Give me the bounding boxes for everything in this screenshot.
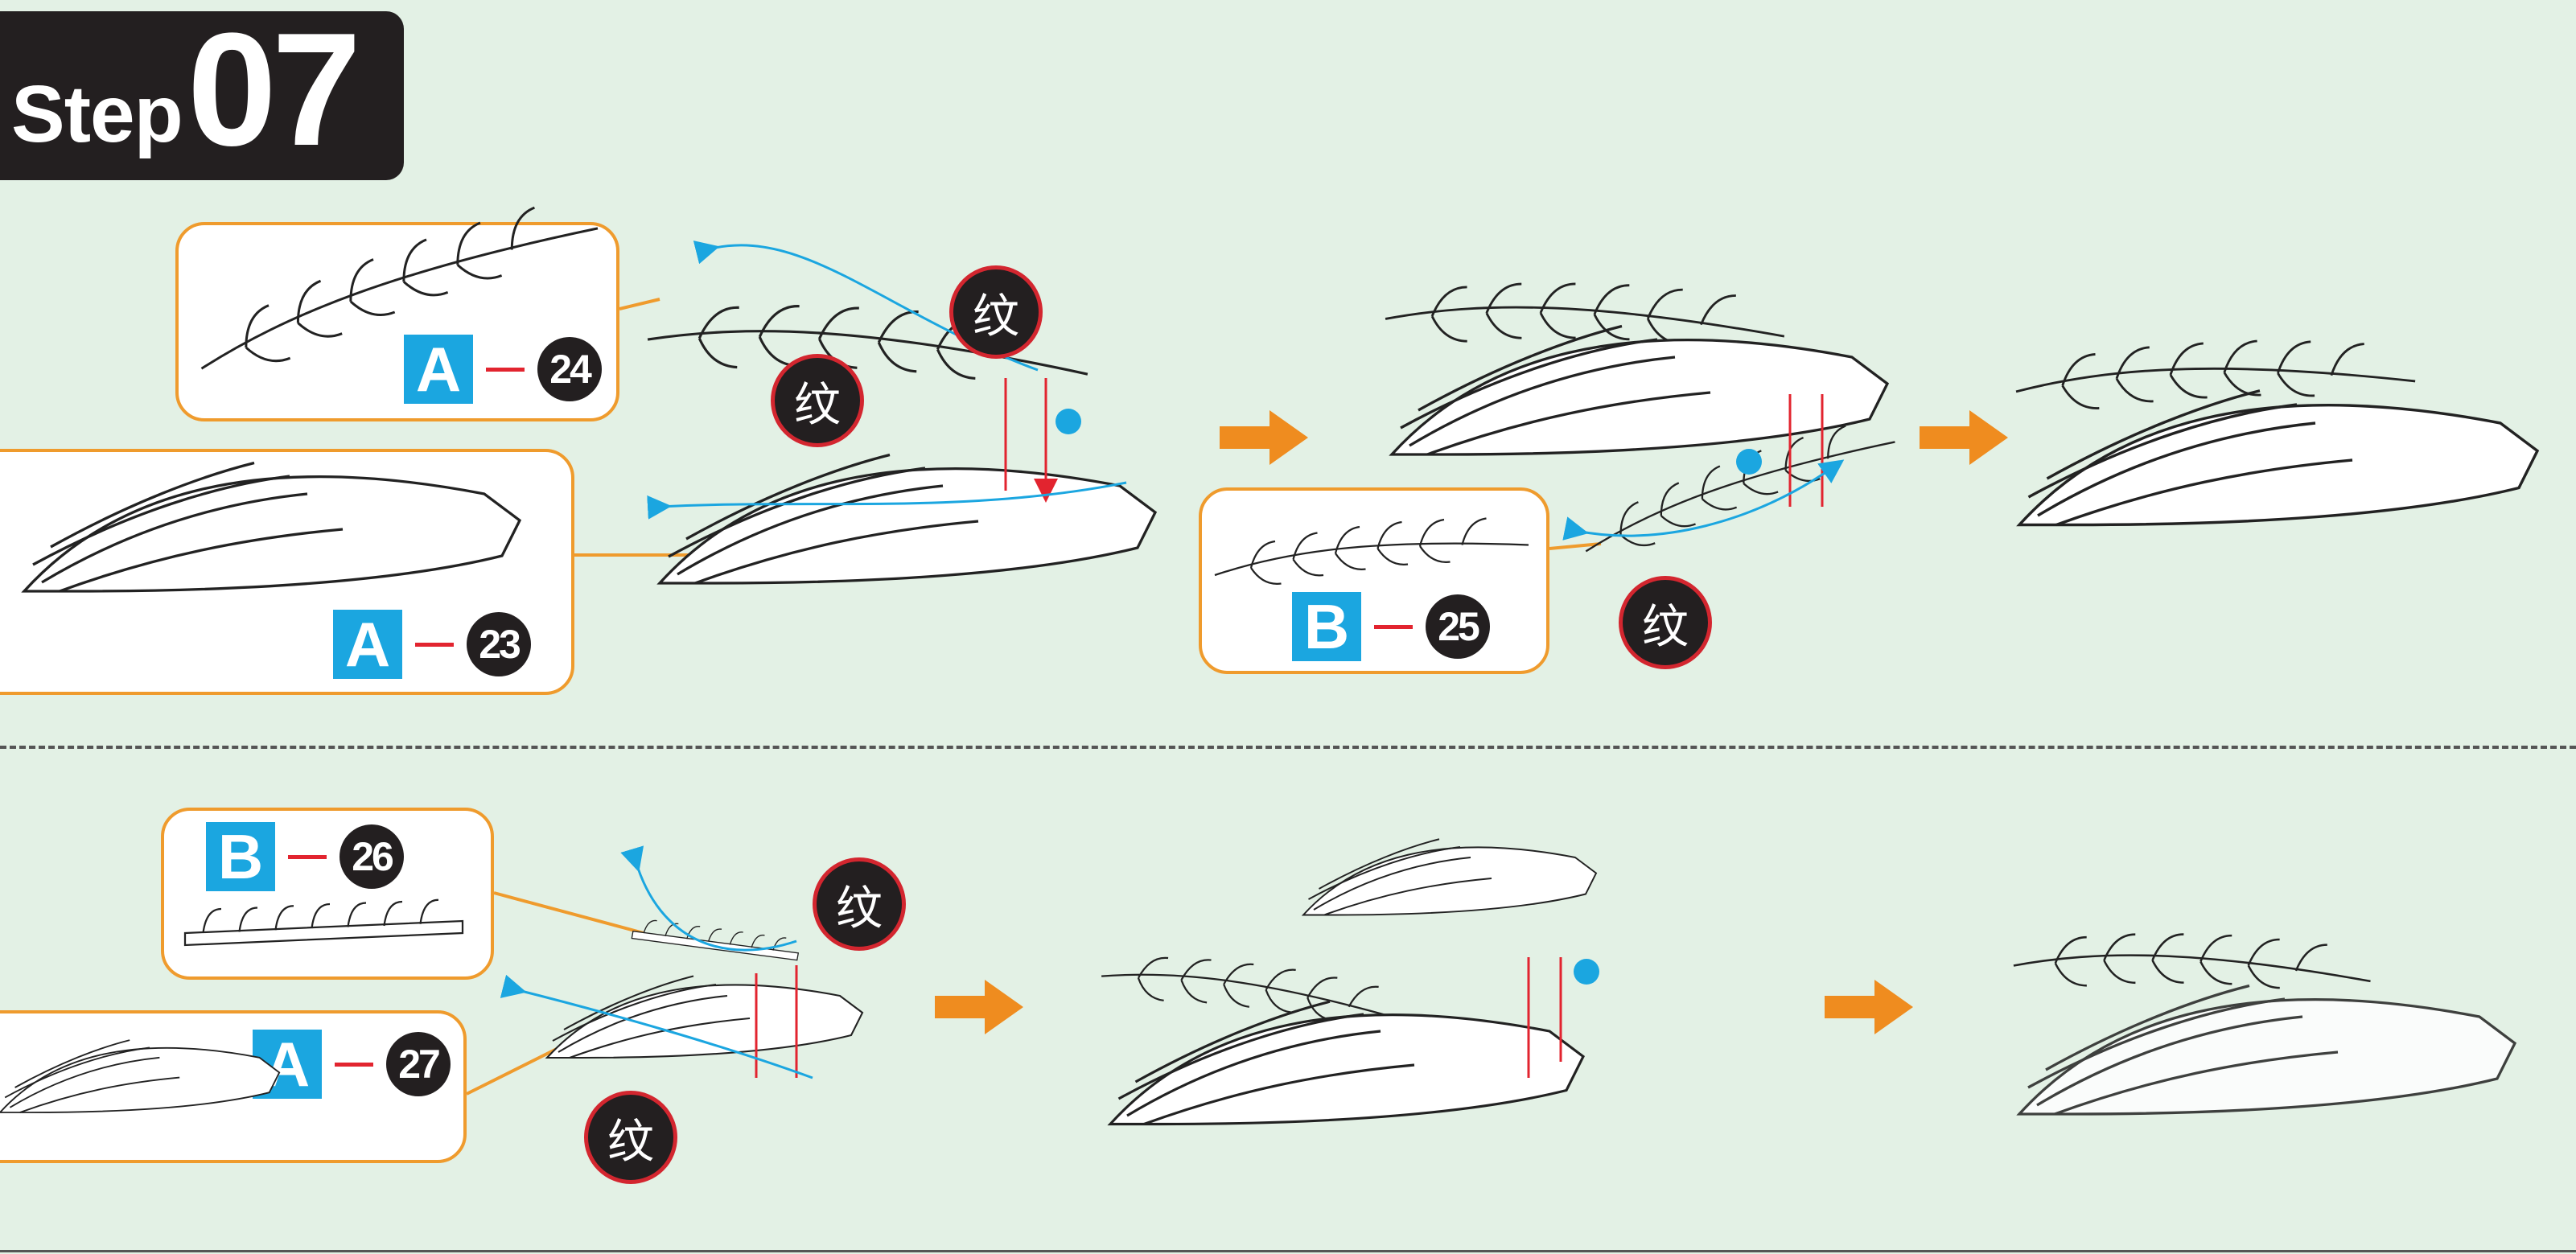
- row-divider: [0, 746, 2576, 749]
- label-dash: [335, 1062, 373, 1067]
- sheet-label: B: [206, 821, 275, 892]
- step-word: Step: [11, 69, 183, 159]
- marker-bubble: 纹: [949, 265, 1043, 359]
- part-number: 24: [537, 337, 602, 401]
- label-dash: [1374, 624, 1413, 629]
- next-step-arrow-icon: [935, 980, 1023, 1034]
- part-number: 27: [386, 1032, 451, 1096]
- next-step-arrow-icon: [1825, 980, 1913, 1034]
- label-dash: [288, 854, 327, 859]
- next-step-arrow-icon: [1920, 410, 2008, 465]
- sheet-label: A: [404, 334, 473, 405]
- label-dash: [415, 642, 454, 647]
- next-step-arrow-icon: [1220, 410, 1308, 465]
- sheet-label: B: [1292, 591, 1361, 662]
- step-number: 07: [187, 0, 361, 179]
- marker-bubble: 纹: [584, 1091, 677, 1184]
- part-number: 26: [339, 824, 404, 889]
- part-number: 25: [1426, 594, 1490, 659]
- marker-bubble: 纹: [813, 857, 906, 951]
- callout-a24: A 24: [175, 222, 619, 421]
- bottom-border: [0, 1250, 2576, 1252]
- marker-bubble: 纹: [1619, 576, 1712, 669]
- sheet-label: A: [333, 609, 402, 680]
- callout-b26: B 26: [161, 808, 494, 980]
- label-dash: [486, 367, 525, 372]
- step-badge: Step 07: [0, 0, 404, 180]
- callout-b25: B 25: [1199, 487, 1549, 674]
- part-number: 23: [467, 612, 531, 676]
- marker-bubble: 纹: [771, 354, 864, 447]
